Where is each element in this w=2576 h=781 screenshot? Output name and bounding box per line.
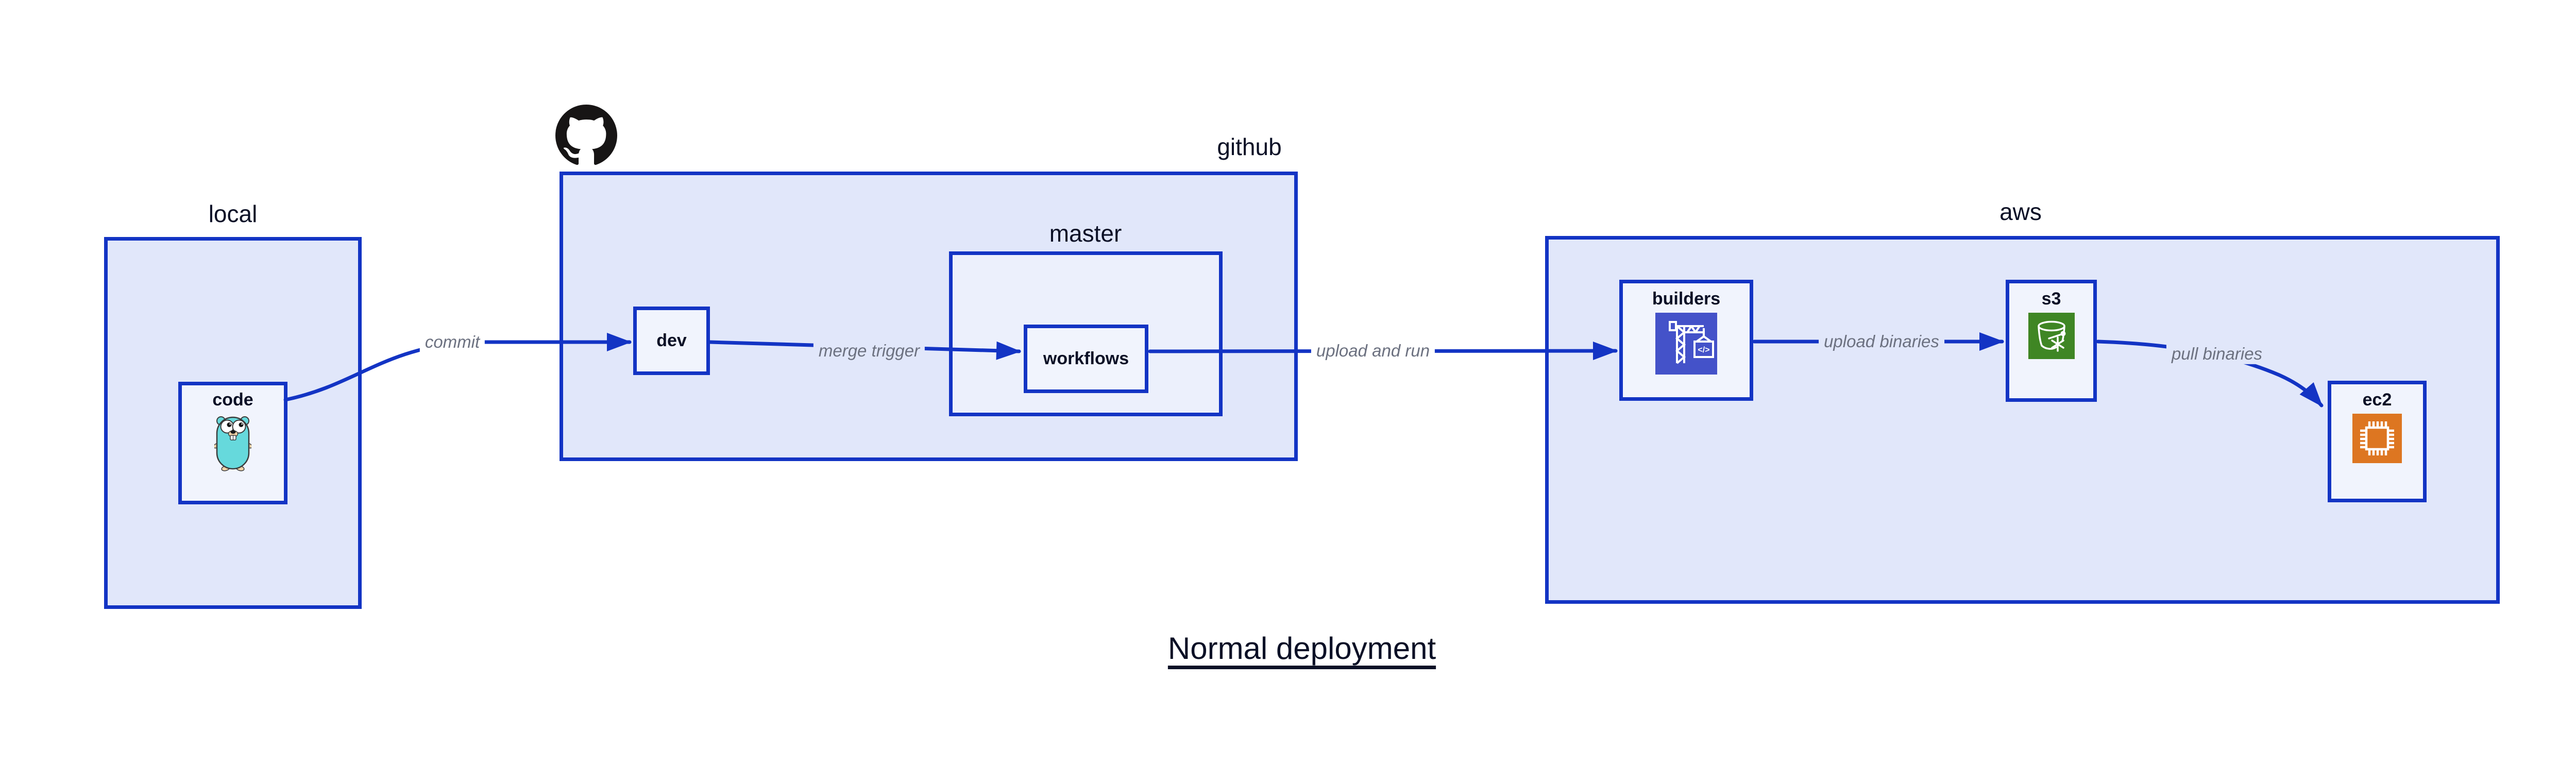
ec2-node-box: ec2	[2328, 381, 2427, 502]
go-gopher-icon	[213, 414, 253, 471]
aws-ec2-icon	[2352, 414, 2402, 464]
edge-label-merge-trigger: merge trigger	[813, 340, 925, 362]
github-octocat-icon	[555, 105, 617, 166]
workflows-node-label: workflows	[1043, 348, 1129, 368]
diagram-title: Normal deployment	[1167, 631, 1436, 666]
local-container-label: local	[208, 200, 258, 227]
s3-node-box: s3	[2006, 280, 2097, 402]
builders-node-label: builders	[1652, 289, 1721, 309]
svg-text:</>: </>	[1698, 346, 1709, 354]
aws-s3-glacier-icon	[2028, 313, 2075, 360]
edge-label-commit: commit	[419, 331, 485, 353]
edge-label-upload-binaries: upload binaries	[1819, 331, 1944, 352]
github-container-label: github	[1217, 133, 1282, 160]
code-node-box: code	[178, 382, 287, 504]
edge-label-upload-and-run: upload and run	[1311, 340, 1435, 362]
dev-node-label: dev	[656, 330, 687, 350]
master-container-label: master	[1049, 220, 1122, 247]
aws-codebuild-icon: </>	[1655, 313, 1717, 375]
workflows-node-box: workflows	[1024, 325, 1148, 393]
dev-node-box: dev	[633, 307, 710, 375]
builders-node-box: builders </>	[1619, 280, 1753, 401]
edge-label-pull-binaries: pull binaries	[2166, 343, 2268, 365]
code-node-label: code	[212, 390, 253, 410]
aws-container-label: aws	[1999, 198, 2042, 225]
ec2-node-label: ec2	[2362, 390, 2392, 410]
s3-node-label: s3	[2041, 289, 2061, 309]
